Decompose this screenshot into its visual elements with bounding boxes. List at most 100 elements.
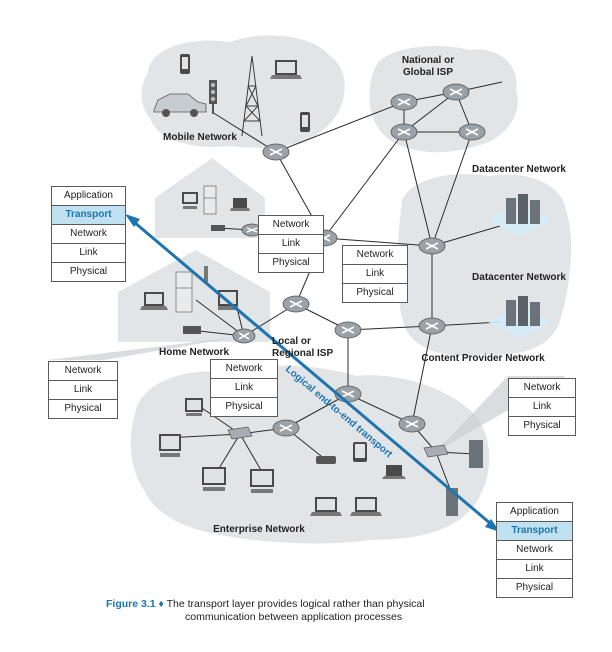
layer-network: Network	[211, 360, 277, 379]
mobile-network-label: Mobile Network	[163, 132, 237, 143]
link	[347, 325, 433, 331]
regional-isp-label: Local or Regional ISP	[272, 336, 338, 360]
home-house-lower	[118, 250, 270, 342]
datacenter-network-label: Datacenter Network	[472, 272, 566, 283]
layer-application: Application	[497, 503, 572, 522]
link	[217, 433, 241, 471]
laptop-icon	[270, 60, 302, 79]
layer-link: Link	[52, 244, 125, 263]
arrowhead-left	[125, 214, 140, 227]
switch-icon	[423, 444, 449, 458]
server-rack-icon	[488, 296, 552, 338]
computer-icon	[185, 398, 203, 416]
layer-link: Link	[509, 398, 575, 417]
caption-line1: Figure 3.1 ♦ The transport layer provide…	[106, 598, 425, 611]
host-stack-right: Application Transport Network Link Physi…	[496, 502, 573, 598]
thermostat-icon	[204, 266, 208, 282]
enterprise-devices	[159, 398, 483, 516]
layer-link: Link	[259, 235, 323, 254]
routers	[232, 83, 486, 437]
content-provider-label: Content Provider Network	[421, 353, 545, 364]
link	[323, 237, 433, 247]
layer-physical: Physical	[69, 266, 108, 277]
phone-icon	[300, 112, 310, 132]
fridge-icon	[175, 271, 193, 313]
national-isp-label-line2: Global ISP	[402, 67, 453, 78]
laptop-icon	[230, 198, 250, 211]
router-stack: Network Link Physical	[258, 215, 324, 273]
figure-caption: Figure 3.1 ♦ The transport layer provide…	[106, 598, 425, 624]
router-icon	[458, 123, 486, 141]
regional-isp-label-line1: Local or	[272, 336, 311, 347]
layer-transport: Transport	[497, 522, 572, 541]
link	[403, 91, 457, 133]
layer-network: Network	[52, 225, 125, 244]
phone-icon	[180, 54, 190, 74]
router-stack: Network Link Physical	[508, 378, 576, 436]
layer-network: Network	[259, 216, 323, 235]
layer-application: Application	[52, 187, 125, 206]
laptop-icon	[350, 497, 382, 516]
traffic-light-icon	[209, 80, 217, 114]
layer-link: Link	[497, 560, 572, 579]
link	[211, 111, 277, 153]
router-icon	[442, 83, 470, 101]
cell-tower-icon	[241, 55, 263, 137]
fridge-icon	[203, 185, 217, 215]
home-network-label: Home Network	[158, 347, 229, 358]
enterprise-network-label: Enterprise Network	[213, 524, 305, 535]
router-stack: Network Link Physical	[342, 245, 408, 303]
figure-number: Figure 3.1	[106, 598, 156, 610]
router-stack: Network Link Physical	[210, 359, 278, 417]
router-icon	[232, 328, 256, 344]
laptop-icon	[140, 292, 168, 310]
layer-network: Network	[509, 379, 575, 398]
link	[411, 325, 433, 425]
router-icon	[390, 123, 418, 141]
router-icon	[272, 419, 300, 437]
layer-transport: Transport	[52, 206, 125, 225]
home-devices	[140, 185, 250, 334]
computer-icon	[250, 469, 274, 493]
link	[195, 299, 245, 337]
computer-icon	[202, 467, 226, 491]
modem-icon	[183, 326, 201, 334]
link	[239, 433, 263, 473]
layer-physical: Physical	[515, 582, 554, 593]
router-stack: Network Link Physical	[48, 361, 118, 419]
layer-network: Network	[343, 246, 407, 265]
link	[275, 101, 405, 153]
layer-network: Network	[49, 362, 117, 381]
caption-text-line2: communication between application proces…	[185, 611, 403, 623]
router-icon	[418, 317, 446, 335]
router-icon	[390, 93, 418, 111]
layer-physical: Physical	[64, 403, 102, 414]
router-icon	[262, 143, 290, 161]
national-isp-label-line1: National or	[401, 55, 455, 66]
layer-physical: Physical	[225, 401, 263, 412]
datacenter-servers	[488, 194, 552, 338]
layer-network: Network	[497, 541, 572, 560]
router-icon	[334, 321, 362, 339]
layer-link: Link	[343, 265, 407, 284]
link	[285, 393, 349, 429]
link	[403, 131, 433, 247]
wedge-left	[48, 336, 244, 360]
switch-icon	[227, 426, 253, 440]
computer-icon	[182, 192, 198, 209]
logical-transport-line	[133, 220, 492, 526]
laptop-icon	[310, 497, 342, 516]
layer-physical: Physical	[356, 287, 394, 298]
tablet-icon	[353, 442, 367, 462]
national-isp-label: National or Global ISP	[388, 55, 468, 79]
modem-icon	[211, 225, 225, 231]
layer-physical: Physical	[272, 257, 310, 268]
caption-bullet: ♦	[158, 598, 164, 610]
mobile-devices	[153, 54, 310, 137]
host-stack-left: Application Transport Network Link Physi…	[51, 186, 126, 282]
link	[323, 131, 405, 239]
car-icon	[153, 93, 207, 117]
computer-icon	[159, 434, 181, 457]
switches	[227, 426, 449, 458]
caption-text-line1: The transport layer provides logical rat…	[166, 598, 425, 610]
